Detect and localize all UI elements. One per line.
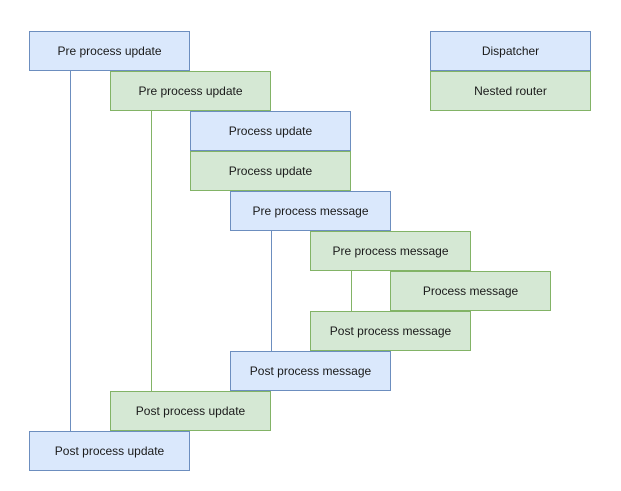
process-node[interactable]: Process update (190, 151, 351, 191)
process-node[interactable]: Pre process message (310, 231, 471, 271)
process-node[interactable]: Post process update (110, 391, 271, 431)
process-node[interactable]: Post process update (29, 431, 190, 471)
process-node[interactable]: Pre process message (230, 191, 391, 231)
legend-item[interactable]: Nested router (430, 71, 591, 111)
connector-line (351, 271, 352, 311)
legend-item[interactable]: Dispatcher (430, 31, 591, 71)
process-node[interactable]: Post process message (310, 311, 471, 351)
process-node[interactable]: Pre process update (29, 31, 190, 71)
connector-line (271, 231, 272, 351)
process-node[interactable]: Process update (190, 111, 351, 151)
connector-line (151, 111, 152, 391)
process-node[interactable]: Post process message (230, 351, 391, 391)
connector-line (70, 59, 71, 431)
process-node[interactable]: Process message (390, 271, 551, 311)
process-node[interactable]: Pre process update (110, 71, 271, 111)
